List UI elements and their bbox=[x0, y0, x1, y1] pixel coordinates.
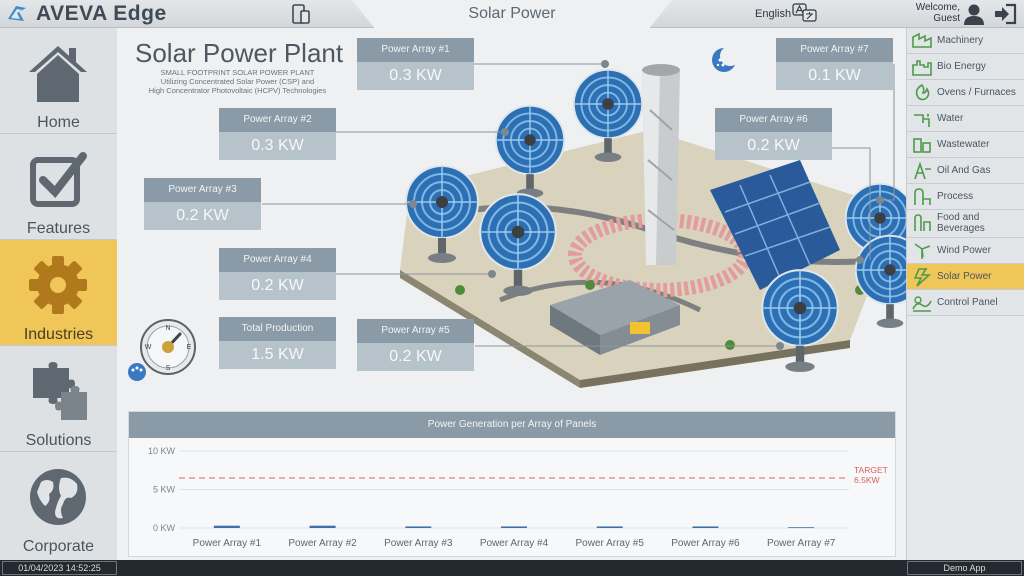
chart-category-label: Power Array #7 bbox=[767, 538, 836, 549]
aveva-logo-icon bbox=[8, 6, 26, 21]
translate-icon[interactable] bbox=[792, 3, 818, 23]
industry-item-ovens[interactable]: Ovens / Furnaces bbox=[907, 80, 1024, 106]
total-production-card[interactable]: Total Production 1.5 KW bbox=[219, 317, 336, 369]
chart-target-value: 6.5KW bbox=[854, 475, 880, 485]
power-generation-chart: Power Generation per Array of Panels 0 K… bbox=[128, 411, 896, 557]
nav-item-home[interactable]: Home bbox=[0, 28, 117, 134]
chart-bar bbox=[309, 525, 336, 528]
checkbox-icon bbox=[30, 152, 87, 207]
pv-panel-field bbox=[710, 160, 840, 290]
chart-bar bbox=[501, 526, 527, 528]
power-array-4-card[interactable]: Power Array #4 0.2 KW bbox=[219, 248, 336, 300]
user-name: Guest bbox=[933, 13, 960, 24]
industry-item-bio-energy[interactable]: Bio Energy bbox=[907, 54, 1024, 80]
oil-gas-icon bbox=[914, 161, 931, 180]
water-icon bbox=[914, 113, 930, 127]
language-label[interactable]: English bbox=[755, 8, 792, 20]
solar-icon bbox=[913, 268, 932, 287]
power-array-7-card[interactable]: Power Array #7 0.1 KW bbox=[776, 38, 893, 90]
power-array-5-card[interactable]: Power Array #5 0.2 KW bbox=[357, 319, 474, 371]
industry-item-process[interactable]: Process bbox=[907, 184, 1024, 210]
plant-title: Solar Power Plant bbox=[135, 38, 344, 68]
logout-icon[interactable] bbox=[993, 3, 1017, 25]
chart-category-label: Power Array #1 bbox=[193, 538, 262, 549]
industries-sidebar: Machinery Bio Energy Ovens / Furnaces Wa… bbox=[906, 28, 1024, 560]
industry-item-machinery[interactable]: Machinery bbox=[907, 28, 1024, 54]
industry-item-food[interactable]: Food and Beverages bbox=[907, 210, 1024, 238]
plant-subtitle: SMALL FOOTPRINT SOLAR POWER PLANT Utiliz… bbox=[148, 68, 327, 95]
compass-east: E bbox=[187, 344, 192, 351]
power-array-3-card[interactable]: Power Array #3 0.2 KW bbox=[144, 178, 261, 230]
industry-item-solar[interactable]: Solar Power bbox=[907, 264, 1024, 290]
gear-icon bbox=[29, 256, 87, 314]
moon-icon[interactable] bbox=[710, 45, 740, 75]
industry-item-oil-gas[interactable]: Oil And Gas bbox=[907, 158, 1024, 184]
brand-name: AVEVA Edge bbox=[36, 2, 167, 25]
industry-item-control-panel[interactable]: Control Panel bbox=[907, 290, 1024, 316]
dots-icon bbox=[128, 363, 146, 381]
control-buildings bbox=[550, 280, 680, 355]
food-icon bbox=[914, 214, 931, 231]
chart-category-label: Power Array #2 bbox=[288, 538, 357, 549]
nav-item-solutions[interactable]: Solutions bbox=[0, 346, 117, 452]
oven-icon bbox=[915, 83, 930, 101]
datetime-display: 01/04/2023 14:52:25 bbox=[2, 561, 117, 575]
chart-bar bbox=[788, 527, 815, 529]
compass-north: N bbox=[165, 325, 170, 332]
compass-south: S bbox=[166, 365, 171, 372]
industry-item-wastewater[interactable]: Wastewater bbox=[907, 132, 1024, 158]
wind-icon bbox=[914, 243, 931, 259]
app-name: Demo App bbox=[907, 561, 1022, 575]
chart-category-label: Power Array #3 bbox=[384, 538, 453, 549]
chart-bar bbox=[405, 526, 432, 528]
process-icon bbox=[914, 188, 931, 205]
chart-y-tick-label: 10 KW bbox=[148, 446, 176, 456]
chart-bar bbox=[692, 526, 719, 528]
power-array-2-card[interactable]: Power Array #2 0.3 KW bbox=[219, 108, 336, 160]
chart-category-label: Power Array #6 bbox=[671, 538, 740, 549]
main-sidebar: Home Features Industries Solutions bbox=[0, 28, 117, 560]
solar-tower bbox=[642, 64, 680, 265]
puzzle-icon bbox=[33, 362, 87, 420]
nav-item-corporate[interactable]: Corporate bbox=[0, 452, 117, 560]
nav-item-industries[interactable]: Industries bbox=[0, 240, 117, 346]
chart-bar bbox=[596, 526, 623, 528]
chart-target-label: TARGET bbox=[854, 465, 888, 475]
control-panel-icon bbox=[912, 296, 932, 312]
industry-item-wind[interactable]: Wind Power bbox=[907, 238, 1024, 264]
chart-category-label: Power Array #4 bbox=[480, 538, 549, 549]
power-array-1-card[interactable]: Power Array #1 0.3 KW bbox=[357, 38, 474, 90]
home-icon bbox=[29, 46, 87, 102]
chart-bar bbox=[213, 525, 240, 528]
industry-item-water[interactable]: Water bbox=[907, 106, 1024, 132]
user-icon[interactable] bbox=[962, 3, 986, 25]
compass-west: W bbox=[145, 344, 152, 351]
chart-y-tick-label: 0 KW bbox=[153, 523, 176, 533]
top-bar: AVEVA Edge Solar Power English Welcome, … bbox=[0, 0, 1024, 28]
welcome-text: Welcome, Guest bbox=[900, 2, 960, 24]
status-bar: 01/04/2023 14:52:25 Demo App bbox=[0, 560, 1024, 576]
bio-energy-icon bbox=[912, 60, 932, 76]
globe-icon bbox=[30, 469, 86, 525]
chart-title: Power Generation per Array of Panels bbox=[129, 412, 895, 438]
machinery-icon bbox=[912, 32, 932, 48]
chart-category-label: Power Array #5 bbox=[576, 538, 645, 549]
page-title: Solar Power bbox=[468, 5, 556, 22]
tablet-icon[interactable] bbox=[290, 3, 312, 25]
nav-item-features[interactable]: Features bbox=[0, 134, 117, 240]
dish-array-7 bbox=[854, 234, 906, 329]
title-tab bbox=[352, 0, 672, 28]
wastewater-icon bbox=[913, 138, 931, 153]
compass-icon: N E S W bbox=[140, 319, 196, 375]
chart-y-tick-label: 5 KW bbox=[153, 485, 176, 495]
power-array-6-card[interactable]: Power Array #6 0.2 KW bbox=[715, 108, 832, 160]
solar-plant-illustration bbox=[400, 64, 906, 388]
